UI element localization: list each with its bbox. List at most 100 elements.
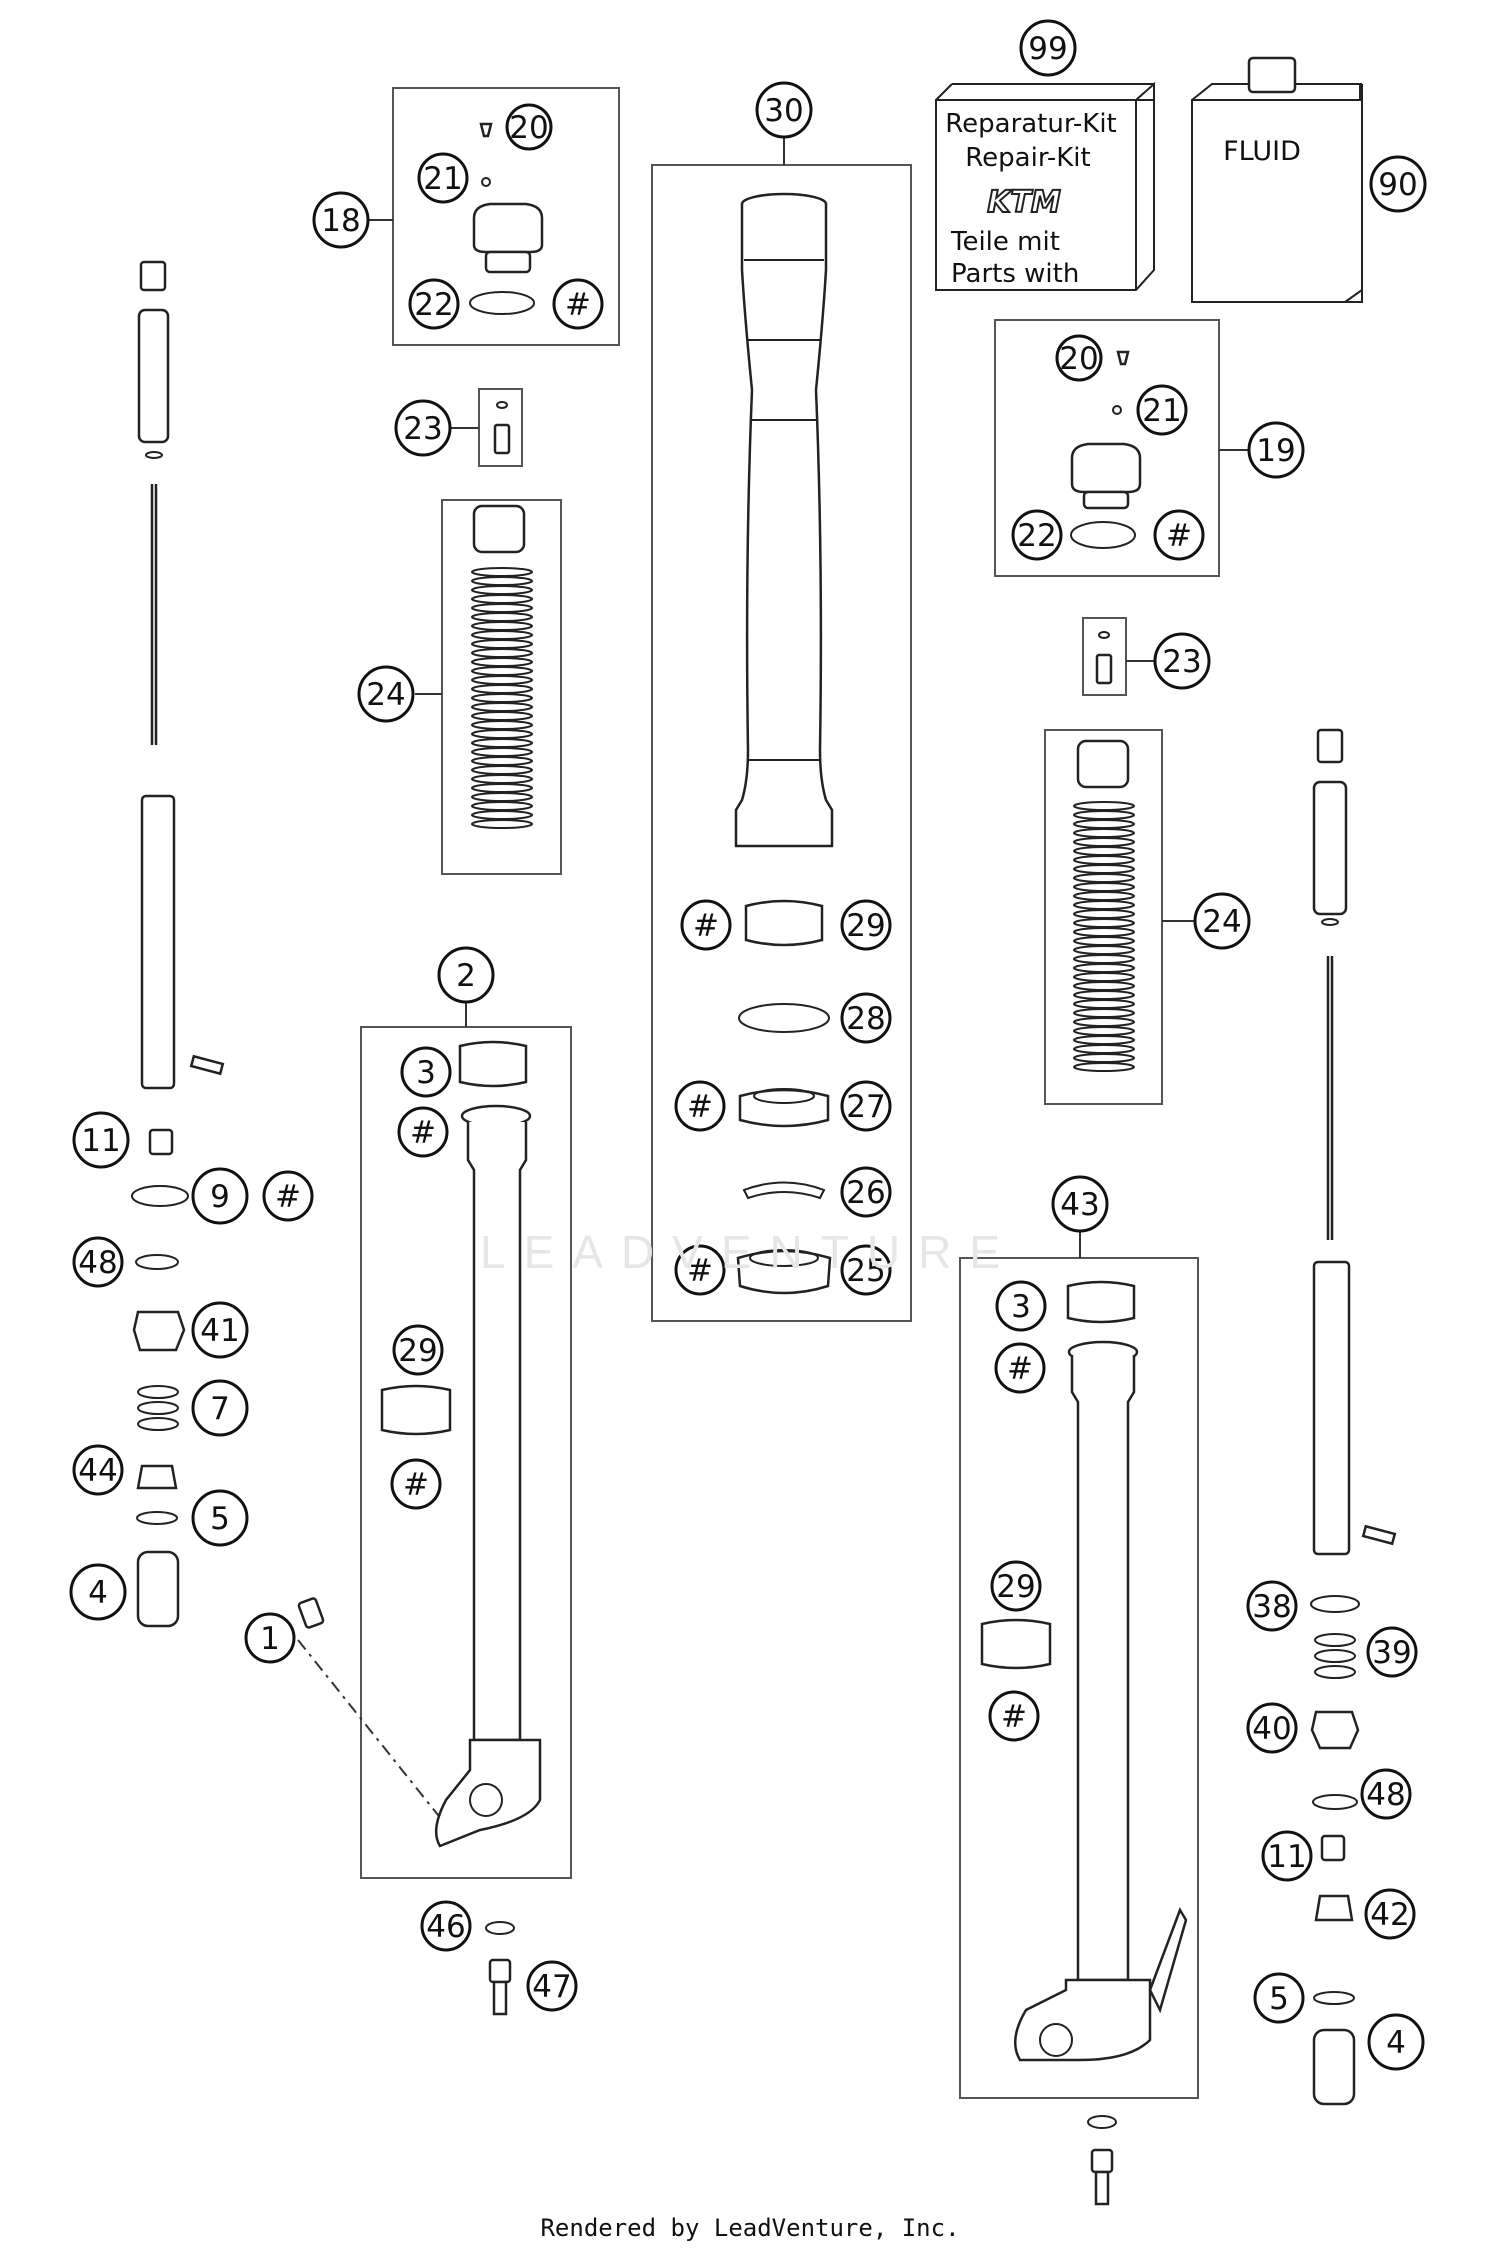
callout-24: 24 [357,665,415,723]
bolt-leg-43 [1087,2115,1117,2206]
callout-label: 22 [414,287,453,323]
box-part-30 [651,164,912,1322]
callout-label: 99 [1028,31,1067,67]
callout-label: 4 [88,1575,108,1611]
callout-label: 46 [426,1909,465,1945]
callout-label: 18 [321,203,360,239]
callout-label: 3 [416,1055,436,1091]
lower-leg-43 [980,1280,1188,2062]
callout-hash: # [994,1342,1046,1394]
callout-20: 20 [1055,334,1103,382]
callout-26: 26 [840,1166,892,1218]
callout-21: 21 [417,152,469,204]
callout-label: 19 [1256,433,1295,469]
callout-hash: # [262,1170,314,1222]
callout-7: 7 [191,1379,249,1437]
kit-line-2: Repair-Kit [965,143,1090,173]
box-part-19 [994,319,1220,577]
callout-48: 48 [1360,1768,1412,1820]
callout-23: 23 [394,399,452,457]
callout-hash: # [390,1458,442,1510]
fork-cap-18 [469,122,544,315]
callout-3: 3 [400,1046,452,1098]
box-part-18 [392,87,620,346]
seal-stack-30 [736,899,832,1295]
callout-hash: # [552,278,604,330]
air-valve-23-right [1095,631,1113,685]
spring-24-left [471,504,533,829]
callout-43: 43 [1051,1175,1109,1233]
bolt-46-47 [485,1921,515,2016]
callout-41: 41 [191,1301,249,1359]
callout-label: 39 [1372,1635,1411,1671]
callout-label: 90 [1378,167,1417,203]
callout-29: 29 [392,1324,444,1376]
callout-label: 38 [1252,1589,1291,1625]
callout-label: 29 [846,908,885,944]
callout-20: 20 [505,103,553,151]
callout-label: 21 [1142,393,1181,429]
callout-label: 48 [1366,1777,1405,1813]
callout-21: 21 [1136,384,1188,436]
callout-label: 25 [846,1253,885,1289]
callout-label: 43 [1060,1187,1099,1223]
callout-label: 4 [1386,2025,1406,2061]
callout-label: 21 [423,161,462,197]
callout-hash: # [988,1690,1040,1742]
callout-18: 18 [312,191,370,249]
callout-label: 42 [1370,1897,1409,1933]
callout-label: 23 [1162,644,1201,680]
callout-30: 30 [755,81,813,139]
callout-label: 47 [532,1969,571,2005]
callout-label: 11 [1267,1839,1306,1875]
callout-label: # [410,1115,436,1151]
callout-label: 27 [846,1089,885,1125]
callout-label: 22 [1017,518,1056,554]
callout-5: 5 [1253,1972,1305,2024]
box-part-23-right [1082,617,1127,696]
fork-cap-19 [1070,350,1142,549]
callout-46: 46 [420,1900,472,1952]
callout-19: 19 [1247,421,1305,479]
callout-44: 44 [72,1444,124,1496]
callout-29: 29 [990,1560,1042,1612]
callout-label: 9 [210,1179,230,1215]
kit-line-1: Reparatur-Kit [945,109,1117,139]
footer-credit: Rendered by LeadVenture, Inc. [540,2214,960,2242]
callout-23: 23 [1153,632,1211,690]
callout-label: 28 [846,1001,885,1037]
callout-25: 25 [840,1244,892,1296]
callout-27: 27 [840,1080,892,1132]
kit-brand-logo: KTM [987,185,1061,220]
callout-label: 1 [260,1621,280,1657]
callout-90: 90 [1369,155,1427,213]
box-spring-right [1044,729,1163,1105]
callout-label: # [687,1089,713,1125]
callout-label: 30 [764,93,803,129]
box-spring-left [441,499,562,875]
callout-label: 44 [78,1453,117,1489]
callout-label: 41 [200,1313,239,1349]
callout-label: 24 [366,677,405,713]
callout-42: 42 [1364,1888,1416,1940]
callout-label: # [403,1467,429,1503]
callout-hash: # [674,1244,726,1296]
callout-hash: # [397,1106,449,1158]
callout-5: 5 [191,1489,249,1547]
callout-9: 9 [191,1167,249,1225]
callout-label: 24 [1202,904,1241,940]
upper-tube-30 [734,192,834,848]
left-damper-stack [131,260,325,1629]
callout-label: # [565,287,591,323]
callout-label: # [275,1179,301,1215]
callout-28: 28 [840,992,892,1044]
callout-11: 11 [72,1111,130,1169]
callout-1: 1 [244,1612,296,1664]
air-valve-23-left [493,401,511,455]
callout-40: 40 [1246,1702,1298,1754]
callout-label: 23 [403,411,442,447]
callout-label: 2 [456,958,476,994]
lower-leg-2 [380,1040,542,1848]
callout-3: 3 [995,1280,1047,1332]
callout-label: 7 [210,1391,230,1427]
